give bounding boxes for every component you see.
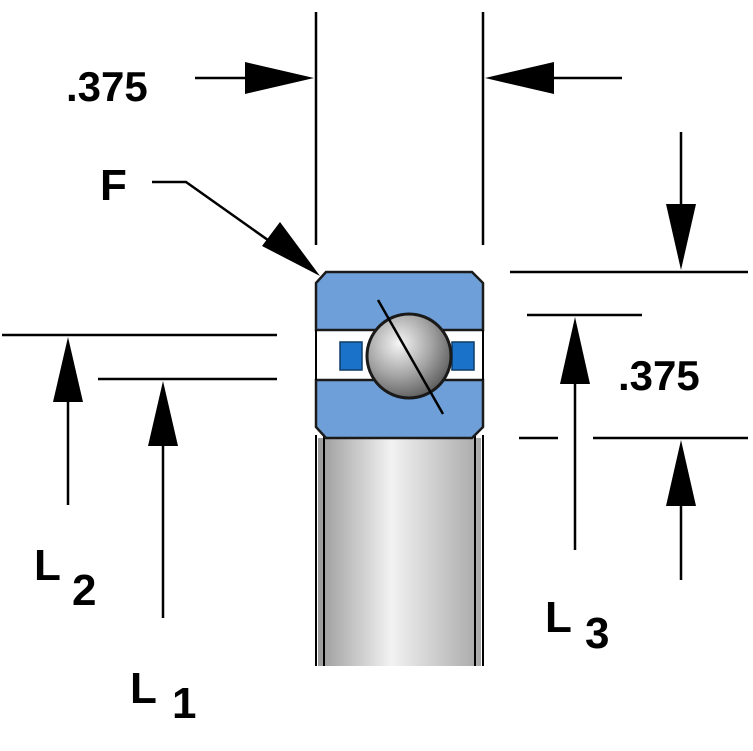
l2-subscript: 2 <box>72 566 96 615</box>
contact-angle-line <box>376 299 445 415</box>
l3-letter: L <box>545 593 572 642</box>
bore-sleeve <box>318 438 481 666</box>
arrowhead-right-upper <box>666 204 696 270</box>
separator-right <box>451 341 475 371</box>
arrowhead-top-left <box>245 62 314 94</box>
arrowhead-right-lower <box>666 440 696 506</box>
separator-left <box>339 341 363 371</box>
right-dimension-label: .375 <box>618 352 700 399</box>
arrowhead-f <box>262 222 320 276</box>
leader-line-f <box>152 180 283 252</box>
l1-letter: L <box>130 664 157 713</box>
top-dimension-label: .375 <box>66 63 148 110</box>
l1-subscript: 1 <box>172 679 196 728</box>
arrowhead-top-right <box>485 62 554 94</box>
arrowhead-l2 <box>53 337 83 402</box>
l3-subscript: 3 <box>585 609 609 658</box>
feature-label-f: F <box>100 161 127 210</box>
arrowhead-l1 <box>148 381 178 446</box>
arrowhead-l3 <box>560 317 590 384</box>
l2-letter: L <box>34 541 61 590</box>
